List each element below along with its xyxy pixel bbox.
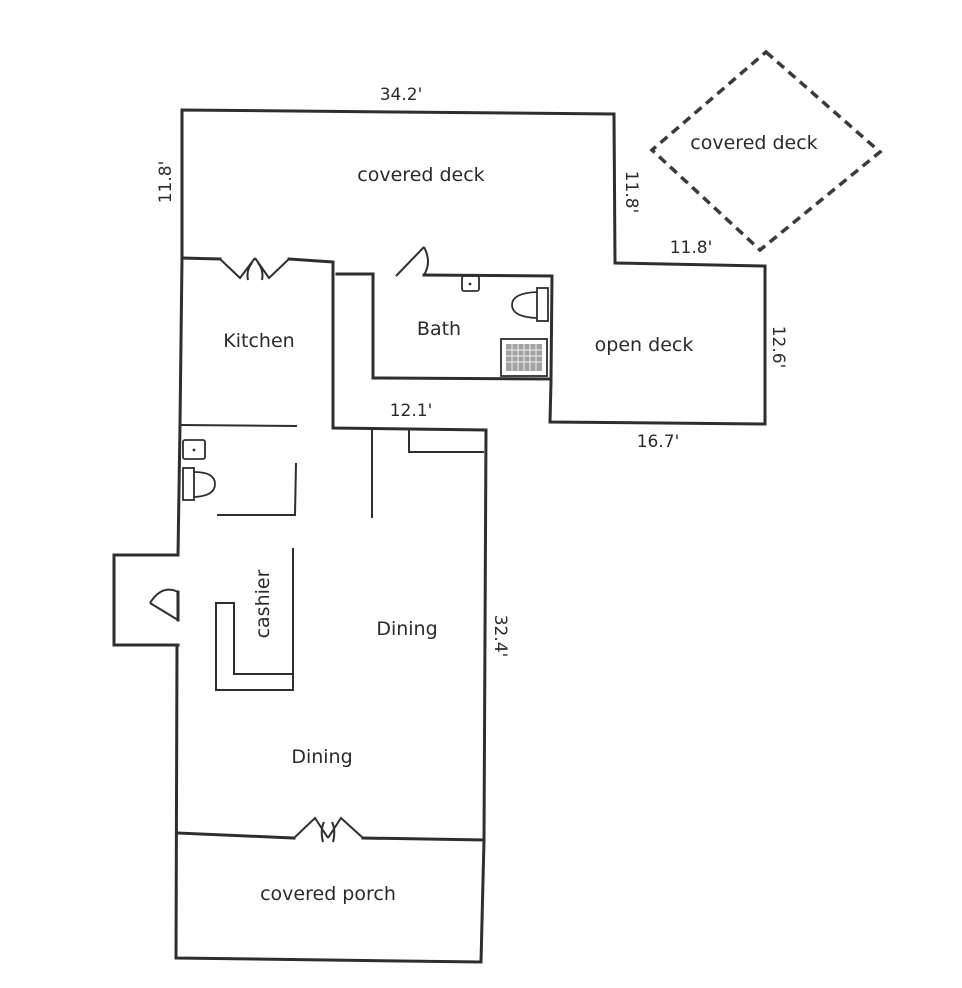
entry-door[interactable] <box>149 588 179 621</box>
room-label-open-deck: open deck <box>595 334 694 356</box>
bath-door[interactable] <box>395 246 429 277</box>
dimension-open-deck-width: 16.7' <box>637 432 680 452</box>
kitchen-double-door[interactable] <box>219 257 290 281</box>
restroom-top-wall <box>179 424 298 427</box>
bath-sink-icon <box>461 275 480 292</box>
dining-counter <box>408 430 484 453</box>
restroom-sink-icon <box>182 439 206 460</box>
kitchen-wall <box>180 256 488 842</box>
dimension-open-deck-height: 12.6' <box>768 326 788 369</box>
detached-deck-outline <box>649 49 883 253</box>
room-label-dining-upper: Dining <box>376 618 437 640</box>
porch-divider-right <box>361 836 486 842</box>
entry-vestibule-wall <box>112 553 180 647</box>
room-label-covered-deck-detached: covered deck <box>690 132 817 154</box>
porch-divider-left <box>175 831 296 840</box>
room-label-kitchen: Kitchen <box>223 330 294 352</box>
dining-left-wall-bottom <box>174 643 486 964</box>
restroom-toilet-icon <box>182 467 216 501</box>
dimension-deck-step-width: 11.8' <box>670 238 713 258</box>
room-label-cashier: cashier <box>252 569 274 638</box>
restroom-right-wall <box>294 462 297 516</box>
room-label-bath: Bath <box>417 318 461 340</box>
dimension-dining-height: 32.4' <box>490 615 510 658</box>
dining-left-wall <box>176 423 182 557</box>
dimension-top-width: 34.2' <box>380 85 423 105</box>
dimension-left-height: 11.8' <box>156 161 176 204</box>
wall-left-upper <box>178 256 184 427</box>
bath-shower-icon <box>500 338 548 377</box>
dimension-deck-step-height: 11.8' <box>621 171 641 214</box>
room-label-dining-lower: Dining <box>291 746 352 768</box>
room-label-covered-porch: covered porch <box>260 883 396 905</box>
porch-double-door[interactable] <box>293 816 364 843</box>
bath-wall <box>371 272 554 381</box>
covered-deck-wall <box>180 108 767 426</box>
cashier-counter <box>215 548 294 691</box>
bath-toilet-icon <box>511 287 549 322</box>
room-label-covered-deck: covered deck <box>357 164 484 186</box>
dimension-dining-top-width: 12.1' <box>390 401 433 421</box>
